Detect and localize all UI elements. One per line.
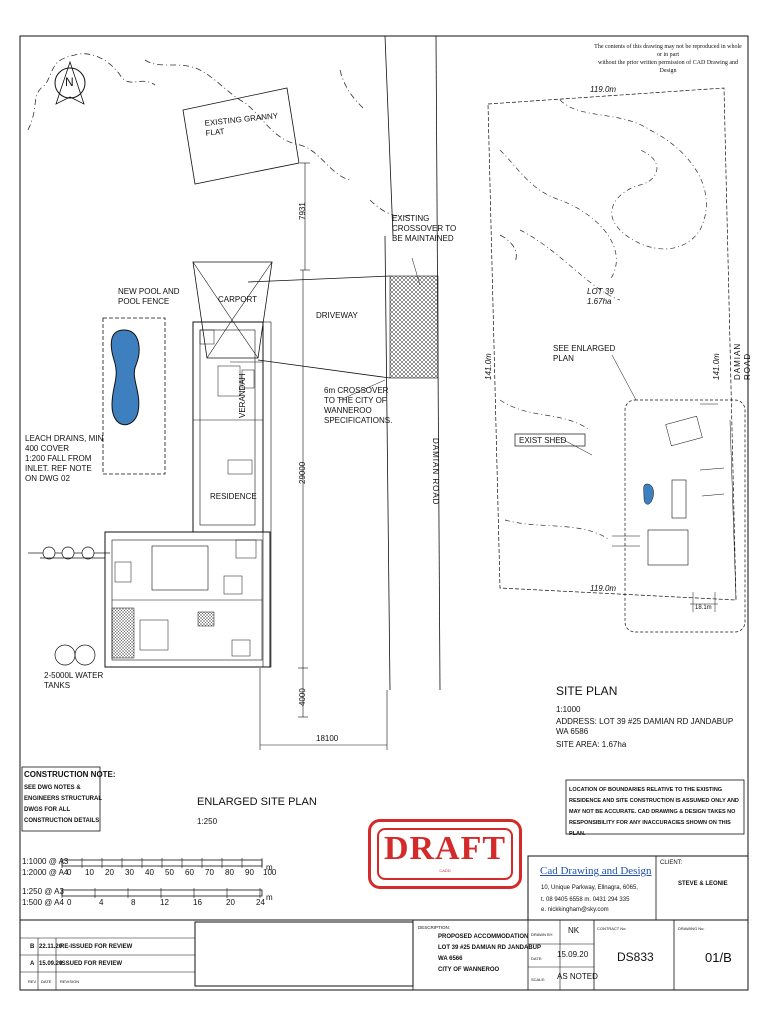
site-plan-scale: 1:1000 [556,705,581,714]
contract-value: DS833 [617,950,654,964]
scale-top-tick: 100 [263,868,277,877]
scale-top-tick: 20 [105,868,114,877]
company-email: e. nickkingham@sky.com [541,907,609,913]
scale-top-tick: 50 [165,868,174,877]
scale-top-tick: 80 [225,868,234,877]
drawing-value: 01/B [705,950,732,965]
contract-label: CONTRACT No: [597,926,627,931]
road-label-enlarged: DAMIAN ROAD [431,438,440,506]
scale-bottom-tick: 16 [193,898,202,907]
draft-stamp-text: DRAFT [383,830,507,867]
construction-note-body: SEE DWG NOTES & ENGINEERS STRUCTURAL DWG… [24,785,103,824]
leach-drains-label: LEACH DRAINS, MIN 400 COVER 1:200 FALL F… [25,434,104,483]
scale-top-unit: m [266,863,273,872]
scale-bottom-unit: m [266,893,273,902]
scale-top-tick: 70 [205,868,214,877]
verandah-label: VERANDAH [238,373,247,418]
residence-label: RESIDENCE [210,492,257,501]
scale-bottom-tick: 0 [67,898,72,907]
site-right-dim: 141.0m [712,353,721,380]
site-plan-title: SITE PLAN [556,684,618,698]
scale-bottom-tick: 4 [99,898,104,907]
scale-label: SCALE: [531,977,546,982]
north-label: N [65,75,74,89]
company-phone: t. 08 9405 6558 m. 0431 294 335 [541,897,630,903]
scale-bottom-tick: 12 [160,898,169,907]
boundary-note: LOCATION OF BOUNDARIES RELATIVE TO THE E… [569,787,739,837]
carport-label: CARPORT [218,295,257,304]
water-tanks-label: 2-5000L WATER TANKS [44,671,104,690]
dim-29000: 29000 [298,461,307,484]
scale-value: AS NOTED [557,972,598,981]
construction-note-title: CONSTRUCTION NOTE: [24,770,116,779]
lot-label: LOT 39 1.67ha [587,287,614,306]
client-name: STEVE & LEONIE [678,881,728,887]
rev-a-date: 15.09.20 [39,961,63,967]
north-arrow-icon [54,60,86,105]
scale-top-tick: 0 [67,868,72,877]
company-name: Cad Drawing and Design [540,865,652,877]
driveway-label: DRIVEWAY [316,311,358,320]
draft-stamp: DRAFT CADD [368,819,522,889]
draft-stamp-sub: CADD [439,868,451,873]
rev-b-date: 22.11.20 [39,944,63,950]
rev-a-desc: ISSUED FOR REVIEW [60,961,123,967]
scale-top-tick: 90 [245,868,254,877]
scale-top-tick: 60 [185,868,194,877]
rev-b-desc: RE-ISSUED FOR REVIEW [60,944,133,950]
existing-crossover-label: EXISTING CROSSOVER TO BE MAINTAINED [392,214,457,243]
enlarged-plan-title: ENLARGED SITE PLAN [197,796,317,808]
scale-bottom-tick: 24 [256,898,265,907]
scale-top-label-2: 1:2000 @ A4 [22,868,69,877]
scale-top-tick: 30 [125,868,134,877]
site-top-dim: 119.0m [590,85,617,94]
scale-bottom-tick: 20 [226,898,235,907]
drawing-label: DRAWING No: [678,926,705,931]
date-value: 15.09.20 [557,950,589,959]
enlarged-plan-scale: 1:250 [197,817,218,826]
site-plan-area: SITE AREA: 1.67ha [556,740,627,749]
description-lines: PROPOSED ACCOMMODATION LOT 39 #25 DAMIAN… [438,934,542,973]
company-address: 10, Unique Parkway, Ellnagra, 6065, [541,885,638,891]
date-label: DATE: [531,956,543,961]
exist-shed-label: EXIST SHED [519,436,567,445]
rev-header-revision: REVISION [60,979,80,984]
site-plan-address: ADDRESS: LOT 39 #25 DAMIAN RD JANDABUP W… [556,717,734,736]
rev-a-rev: A [30,961,35,967]
drawn-by-label: DRAWN BY: [531,932,554,937]
scale-top-label-1: 1:1000 @ A3 [22,857,69,866]
dim-7931: 7931 [298,202,307,220]
rev-b-rev: B [30,944,35,950]
copyright-note: The contents of this drawing may not be … [594,44,742,74]
pool-label: NEW POOL AND POOL FENCE [118,287,180,306]
dim-18100: 18100 [316,734,339,743]
rev-header-rev: REV [28,979,37,984]
client-label: CLIENT: [660,860,683,866]
site-dim-18: 18.1m [695,605,712,611]
drawn-by-value: NK [568,926,580,935]
site-bottom-dim: 119.0m [590,584,617,593]
scale-bottom-label-1: 1:250 @ A3 [22,887,64,896]
site-road-label: DAMIAN ROAD [733,342,752,380]
description-label: DESCRIPTION: [418,925,451,930]
scale-bottom-label-2: 1:500 @ A4 [22,898,64,907]
see-enlarged-label: SEE ENLARGED PLAN [553,344,616,363]
crossover-6m-label: 6m CROSSOVER TO THE CITY OF WANNEROO SPE… [324,386,393,425]
rev-header-date: DATE [41,979,52,984]
scale-top-tick: 10 [85,868,94,877]
scale-bottom-tick: 8 [131,898,136,907]
dim-4000: 4000 [298,688,307,706]
scale-top-tick: 40 [145,868,154,877]
site-left-dim: 141.0m [484,353,493,380]
